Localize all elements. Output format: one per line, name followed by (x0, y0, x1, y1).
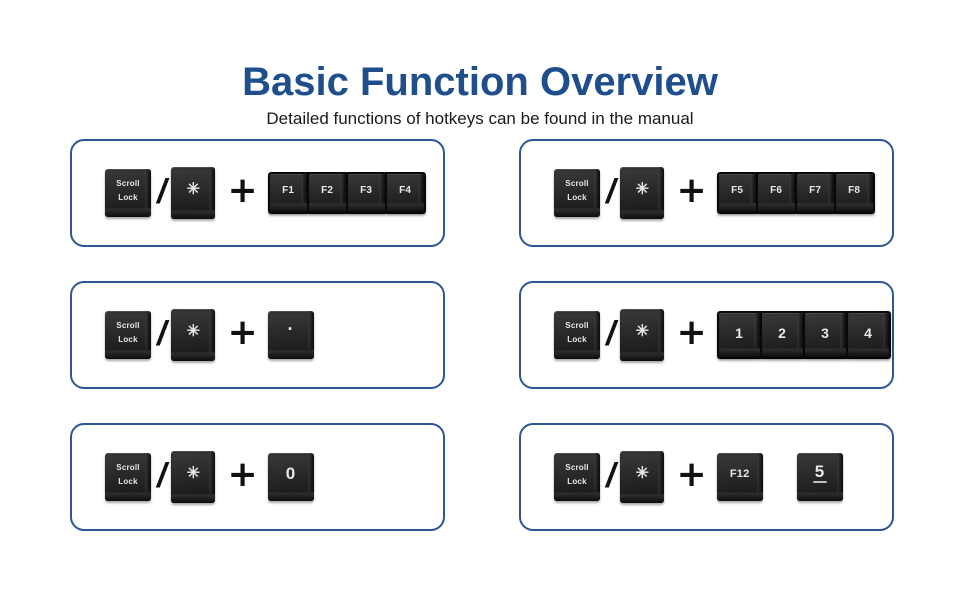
key-asterisk: ✳ (620, 309, 665, 361)
key-f12-label: F12 (729, 468, 750, 480)
page-title: Basic Function Overview (242, 59, 718, 104)
key-asterisk: ✳ (620, 451, 665, 503)
key-asterisk-label: ✳ (186, 465, 201, 482)
key-f5-label: F5 (731, 185, 744, 196)
key-scroll-lock-label: Scroll Lock (565, 177, 588, 204)
key-period: · (267, 311, 314, 359)
key-scroll-lock-line1: Scroll (116, 320, 140, 330)
key-3: 3 (804, 313, 846, 357)
operator-or-icon: / (157, 173, 167, 211)
key-scroll-lock: Scroll Lock (554, 453, 600, 501)
key-f4: F4 (386, 174, 424, 212)
key-period-label: · (287, 319, 294, 339)
key-f7: F7 (796, 174, 834, 212)
key-f1-label: F1 (282, 185, 295, 196)
key-strip-f5-f8: F5 F6 F7 F8 (716, 172, 875, 214)
key-asterisk-label: ✳ (186, 181, 201, 198)
key-scroll-lock: Scroll Lock (554, 311, 600, 359)
key-f3: F3 (347, 174, 385, 212)
operator-or-icon: / (606, 173, 616, 211)
key-scroll-lock-label: Scroll Lock (565, 461, 588, 488)
key-asterisk: ✳ (171, 167, 216, 219)
key-0-label: 0 (285, 464, 296, 483)
hotkey-combo: Scroll Lock / ✳ + 1 2 3 4 (554, 309, 891, 361)
hotkey-panel-grid: Scroll Lock / ✳ + F1 F2 F3 F4 Scroll L (70, 139, 894, 531)
key-asterisk-label: ✳ (635, 181, 650, 198)
key-2-label: 2 (778, 325, 787, 341)
hotkey-panel-f1-f4: Scroll Lock / ✳ + F1 F2 F3 F4 (70, 139, 445, 247)
hotkey-combo: Scroll Lock / ✳ + 0 (105, 451, 314, 503)
key-f7-label: F7 (809, 185, 822, 196)
key-scroll-lock-line2: Lock (118, 334, 138, 344)
hotkey-panel-zero: Scroll Lock / ✳ + 0 (70, 423, 445, 531)
key-scroll-lock-label: Scroll Lock (116, 319, 139, 346)
key-asterisk: ✳ (171, 309, 216, 361)
operator-plus-icon: + (227, 170, 258, 211)
hotkey-panel-f5-f8: Scroll Lock / ✳ + F5 F6 F7 F8 (519, 139, 894, 247)
operator-plus-icon: + (676, 170, 707, 211)
operator-or-icon: / (606, 315, 616, 353)
key-0: 0 (267, 453, 314, 501)
key-5-label: 5 (814, 462, 825, 481)
key-scroll-lock: Scroll Lock (105, 453, 151, 501)
operator-or-icon: / (157, 315, 167, 353)
operator-or-icon: / (157, 457, 167, 495)
key-1-label: 1 (735, 325, 744, 341)
hotkey-combo: Scroll Lock / ✳ + F1 F2 F3 F4 (105, 167, 426, 219)
key-scroll-lock-line1: Scroll (565, 462, 589, 472)
hotkey-combo: Scroll Lock / ✳ + F12 5 (554, 451, 843, 503)
key-f8-label: F8 (848, 185, 861, 196)
key-2: 2 (761, 313, 803, 357)
key-scroll-lock-label: Scroll Lock (565, 319, 588, 346)
key-5: 5 (796, 453, 843, 501)
page-subtitle: Detailed functions of hotkeys can be fou… (266, 109, 694, 128)
key-scroll-lock-label: Scroll Lock (116, 177, 139, 204)
key-scroll-lock: Scroll Lock (105, 169, 151, 217)
hotkey-panel-dot: Scroll Lock / ✳ + · (70, 281, 445, 389)
key-strip-1-4: 1 2 3 4 (716, 311, 891, 359)
key-1: 1 (718, 313, 760, 357)
operator-plus-icon: + (227, 454, 258, 495)
key-scroll-lock-line2: Lock (118, 192, 138, 202)
key-scroll-lock-line1: Scroll (565, 320, 589, 330)
hotkey-panel-1-4: Scroll Lock / ✳ + 1 2 3 4 (519, 281, 894, 389)
key-f6-label: F6 (770, 185, 783, 196)
key-scroll-lock-label: Scroll Lock (116, 461, 139, 488)
key-f12: F12 (716, 453, 763, 501)
key-scroll-lock-line2: Lock (567, 334, 587, 344)
operator-plus-icon: + (227, 312, 258, 353)
key-3-label: 3 (821, 325, 830, 341)
operator-plus-icon: + (676, 312, 707, 353)
key-f2-label: F2 (321, 185, 334, 196)
key-asterisk-label: ✳ (635, 323, 650, 340)
homing-bar-icon (812, 481, 827, 483)
key-scroll-lock-line2: Lock (567, 192, 587, 202)
key-asterisk: ✳ (620, 167, 665, 219)
key-f1: F1 (269, 174, 307, 212)
key-asterisk-label: ✳ (635, 465, 650, 482)
key-scroll-lock-line1: Scroll (116, 462, 140, 472)
key-asterisk: ✳ (171, 451, 216, 503)
key-f3-label: F3 (360, 185, 373, 196)
hotkey-panel-f12-5: Scroll Lock / ✳ + F12 5 (519, 423, 894, 531)
key-scroll-lock-line2: Lock (118, 476, 138, 486)
key-f2: F2 (308, 174, 346, 212)
key-f5: F5 (718, 174, 756, 212)
hotkey-combo: Scroll Lock / ✳ + F5 F6 F7 F8 (554, 167, 875, 219)
key-scroll-lock-line1: Scroll (116, 178, 140, 188)
operator-plus-icon: + (676, 454, 707, 495)
hotkey-combo: Scroll Lock / ✳ + · (105, 309, 314, 361)
key-strip-f1-f4: F1 F2 F3 F4 (267, 172, 426, 214)
operator-or-icon: / (606, 457, 616, 495)
key-asterisk-label: ✳ (186, 323, 201, 340)
key-f6: F6 (757, 174, 795, 212)
key-scroll-lock: Scroll Lock (105, 311, 151, 359)
key-scroll-lock: Scroll Lock (554, 169, 600, 217)
key-scroll-lock-line2: Lock (567, 476, 587, 486)
key-4-label: 4 (864, 325, 873, 341)
key-4: 4 (847, 313, 889, 357)
key-scroll-lock-line1: Scroll (565, 178, 589, 188)
key-f4-label: F4 (399, 185, 412, 196)
key-f8: F8 (835, 174, 873, 212)
